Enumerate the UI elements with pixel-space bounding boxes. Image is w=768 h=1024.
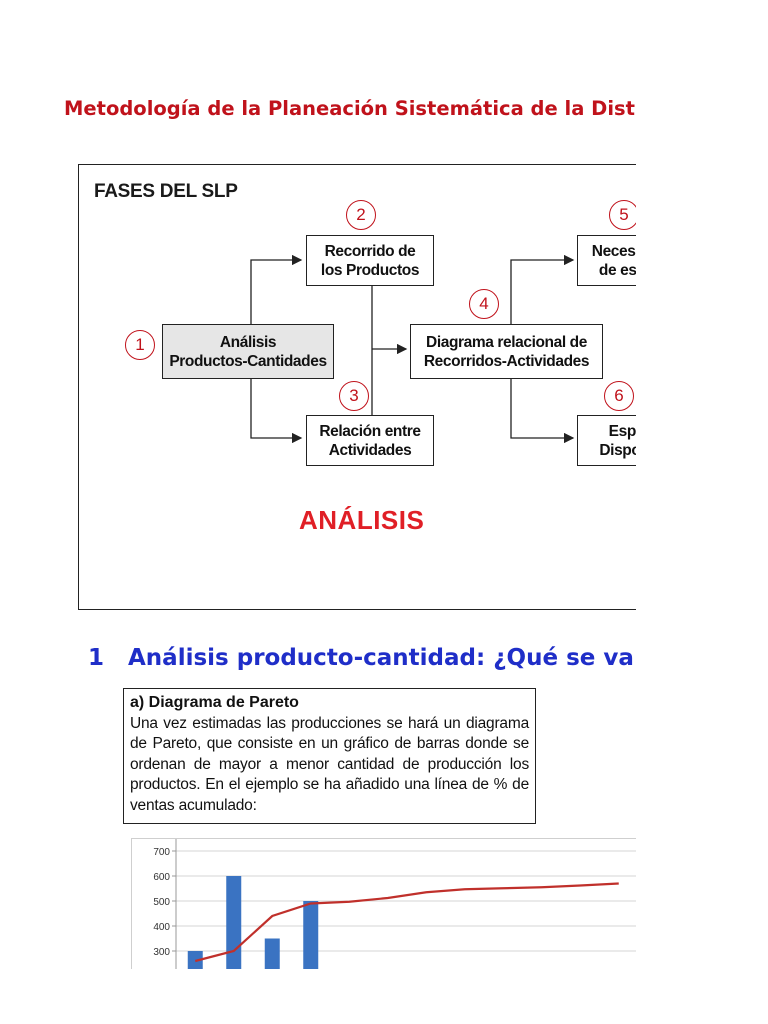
connector-1-2: [250, 254, 303, 324]
step-marker-6: 6: [604, 381, 634, 411]
bar: [226, 876, 242, 969]
step-marker-5: 5: [609, 200, 636, 230]
box-relacion-actividades: Relación entre Actividades: [306, 415, 434, 466]
slp-phases-figure: FASES DEL SLP Análisis Productos-Cantida…: [78, 164, 636, 610]
step-marker-1: 1: [125, 330, 155, 360]
figure-title: FASES DEL SLP: [94, 181, 238, 202]
page-title: Metodología de la Planeación Sistemática…: [64, 97, 636, 120]
bar: [303, 901, 319, 969]
bar: [264, 938, 280, 969]
figure-footer-label: ANÁLISIS: [299, 505, 425, 535]
y-tick-label: 400: [153, 922, 170, 933]
flow-connectors: [250, 254, 575, 444]
section-heading: 1 Análisis producto-cantidad: ¿Qué se va …: [88, 645, 636, 671]
box-diagrama-relacional: Diagrama relacional de Recorridos-Activi…: [410, 324, 603, 379]
box-recorrido-productos: Recorrido de los Productos: [306, 235, 434, 286]
page-clip: Metodología de la Planeación Sistemática…: [64, 97, 636, 969]
textbox-body: Una vez estimadas las producciones se ha…: [130, 714, 529, 814]
box-analisis-productos-cantidades: Análisis Productos-Cantidades: [162, 324, 334, 379]
section-number: 1: [88, 645, 105, 671]
pareto-description-box: a) Diagrama de Pareto Una vez estimadas …: [123, 688, 536, 824]
cumulative-line: [194, 882, 619, 963]
textbox-heading: a) Diagrama de Pareto: [130, 694, 299, 711]
connector-4-6: [510, 379, 575, 444]
connector-4-5: [510, 254, 575, 324]
y-tick-label: 300: [153, 947, 170, 958]
connector-1-3: [250, 379, 303, 444]
y-tick-label: 700: [153, 847, 170, 858]
y-tick-label: 500: [153, 897, 170, 908]
box-espacio-disponible: Espacio Disponible: [577, 415, 636, 466]
pareto-chart: 300 400 500 600 700: [131, 838, 636, 969]
step-marker-4: 4: [469, 289, 499, 319]
section-title: Análisis producto-cantidad: ¿Qué se va a…: [128, 645, 636, 671]
step-marker-2: 2: [346, 200, 376, 230]
step-marker-3: 3: [339, 381, 369, 411]
box-necesidades-espacio: Necesidades de espacio: [577, 235, 636, 286]
pareto-chart-svg: 300 400 500 600 700: [153, 839, 636, 969]
y-tick-label: 600: [153, 872, 170, 883]
